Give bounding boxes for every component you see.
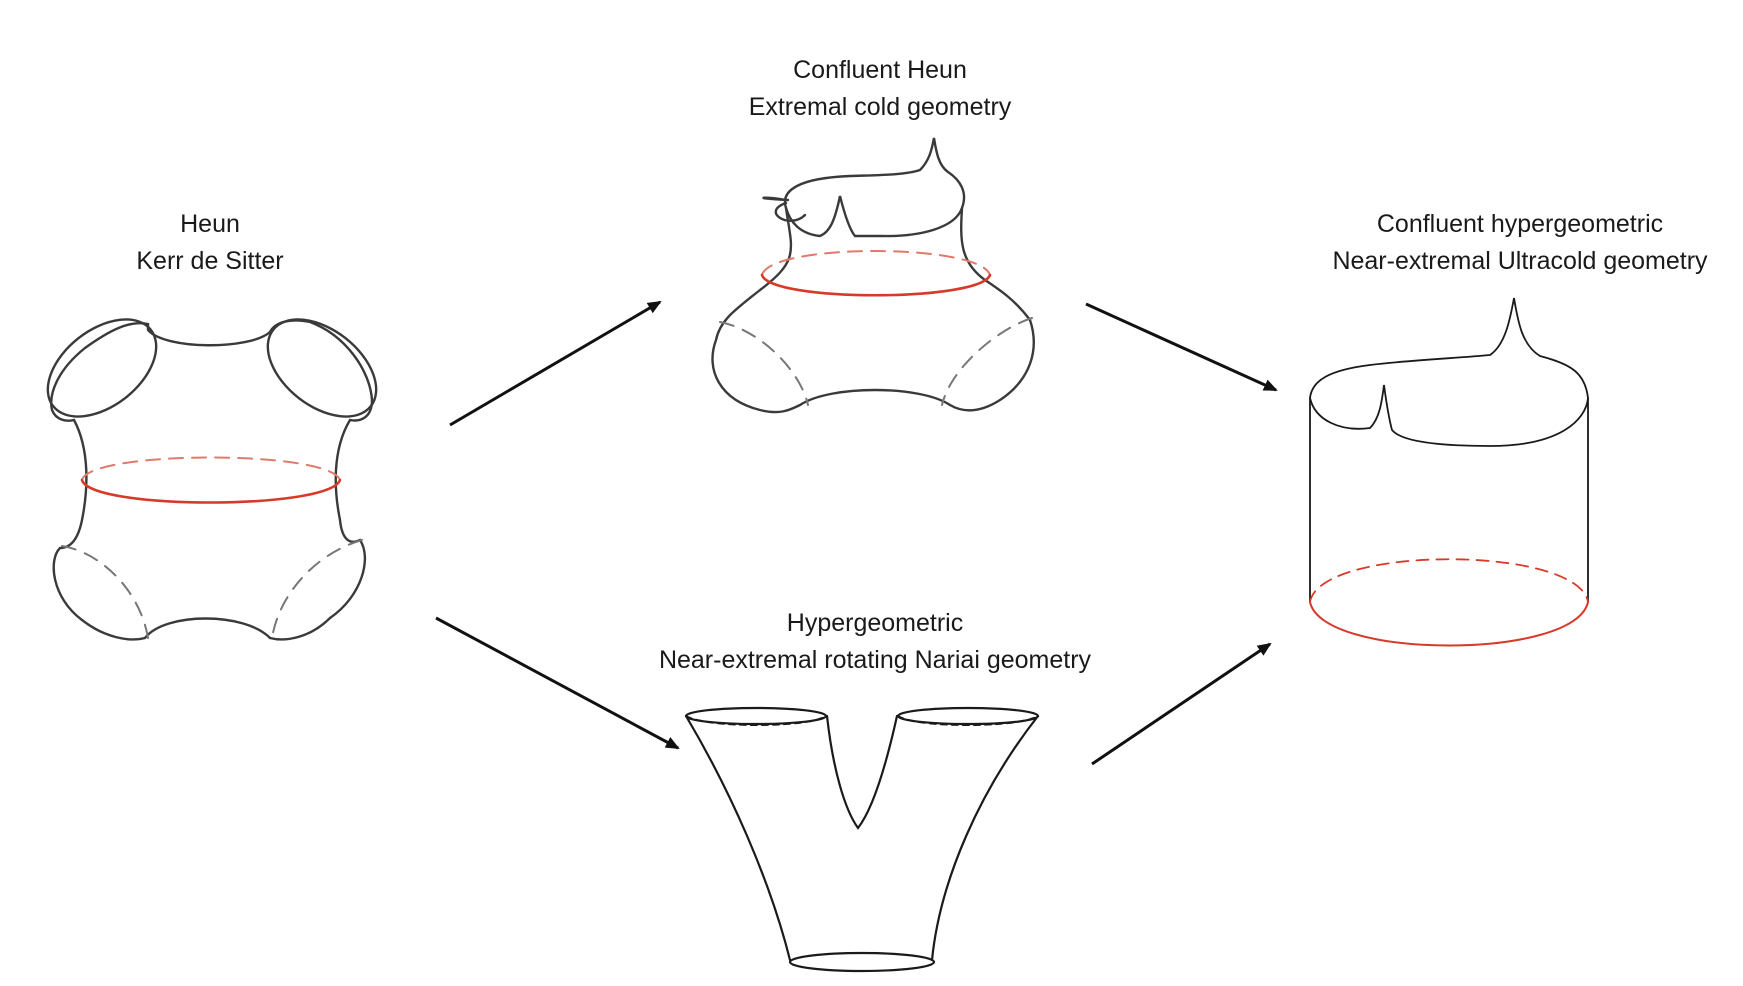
- arrow-heun-to-hypergeometric: [435, 616, 680, 750]
- heun-hidden-edge-right: [271, 539, 363, 639]
- label-confluent-hypergeometric: Confluent hypergeometric Near-extremal U…: [1300, 206, 1740, 280]
- label-confluent-hypergeometric-title: Confluent hypergeometric: [1376, 210, 1664, 238]
- label-confluent-heun-title: Confluent Heun: [793, 56, 967, 84]
- confluent-heun-surface: [711, 137, 1035, 414]
- hypergeometric-bottom-rim: [788, 951, 936, 973]
- confluent-heun-hidden-left: [719, 321, 809, 406]
- confluent-heun-top-rim: [783, 137, 966, 238]
- confluent-heun-body: [711, 206, 1035, 414]
- arrows: [435, 300, 1278, 766]
- heun-hidden-edge-left: [61, 545, 149, 639]
- label-confluent-heun-subtitle: Extremal cold geometry: [748, 93, 1012, 121]
- confluent-heun-hidden-right: [941, 317, 1033, 406]
- hypergeometric-outline: [684, 714, 1040, 962]
- label-confluent-heun: Confluent Heun Extremal cold geometry: [720, 52, 1040, 126]
- heun-surface-outline: [50, 319, 374, 641]
- arrow-heun-to-confluent-heun: [449, 300, 662, 427]
- heun-horizon-front: [80, 478, 342, 504]
- arrow-confluent-heun-to-ultracold: [1085, 302, 1278, 392]
- cylinder-horizon-front: [1309, 601, 1589, 647]
- label-confluent-hypergeometric-subtitle: Near-extremal Ultracold geometry: [1332, 247, 1708, 275]
- label-hypergeometric-title: Hypergeometric: [786, 609, 964, 637]
- confluent-heun-outline: [762, 196, 807, 222]
- heun-hole-top-right: [266, 318, 378, 418]
- hypergeometric-rim-right-front: [897, 715, 1039, 726]
- heun-surface: [46, 318, 378, 641]
- label-hypergeometric: Hypergeometric Near-extremal rotating Na…: [620, 605, 1130, 679]
- confluent-heun-horizon-front: [760, 273, 992, 297]
- confluent-heun-horizon-back: [761, 250, 991, 276]
- label-heun-subtitle: Kerr de Sitter: [136, 247, 284, 275]
- cylinder-horizon-back: [1309, 558, 1589, 603]
- arrow-hypergeometric-to-ultracold: [1091, 642, 1272, 766]
- heun-hole-top-left: [46, 318, 158, 418]
- label-heun: Heun Kerr de Sitter: [110, 206, 310, 280]
- confluent-hypergeometric-surface: [1309, 297, 1589, 647]
- label-heun-title: Heun: [180, 210, 240, 238]
- hypergeometric-surface: [684, 706, 1040, 973]
- heun-horizon-back: [81, 456, 341, 481]
- cylinder-top-rim: [1309, 297, 1589, 447]
- label-hypergeometric-subtitle: Near-extremal rotating Nariai geometry: [658, 646, 1092, 674]
- hypergeometric-rim-left-front: [685, 715, 827, 726]
